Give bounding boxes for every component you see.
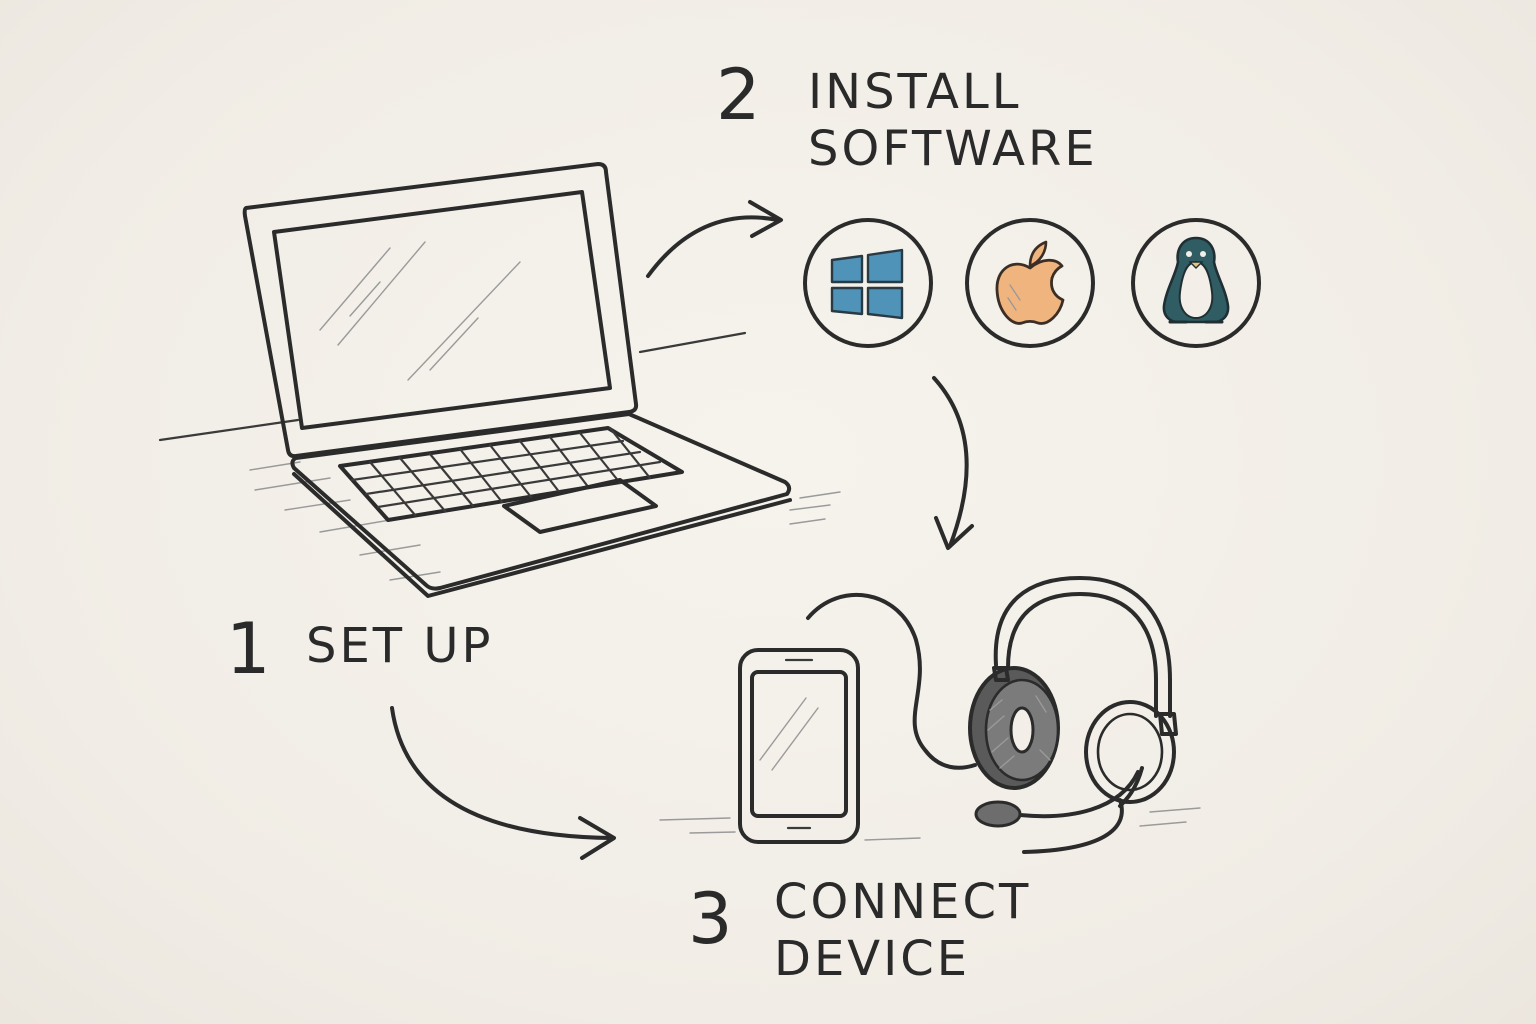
step-title-line: INSTALL (808, 64, 1022, 120)
step-number: 1 (226, 608, 271, 690)
arrow-laptop-to-software (646, 200, 783, 278)
step-2-label: 2 (716, 60, 761, 130)
headset-icon (806, 576, 1201, 854)
arrow-setup-to-device (390, 706, 616, 860)
step-1-title: SET UP (306, 618, 493, 675)
step-title-line: SET UP (306, 618, 494, 674)
step-title-line: DEVICE (774, 930, 971, 987)
linux-penguin-icon (1131, 218, 1261, 348)
windows-icon (803, 218, 933, 348)
step-2-title: INSTALL SOFTWARE (808, 64, 1098, 177)
step-number: 3 (688, 878, 733, 960)
step-3-title: CONNECT DEVICE (774, 874, 1031, 987)
step-title-line: CONNECT (774, 874, 1032, 930)
arrow-software-to-device (932, 376, 974, 550)
step-1-label: 1 (226, 614, 271, 684)
apple-icon (965, 218, 1095, 348)
step-number: 2 (716, 54, 761, 136)
smartphone-icon (659, 648, 921, 844)
step-3-label: 3 (688, 884, 733, 954)
step-title-line: SOFTWARE (808, 120, 1098, 177)
laptop-icon (158, 162, 841, 598)
